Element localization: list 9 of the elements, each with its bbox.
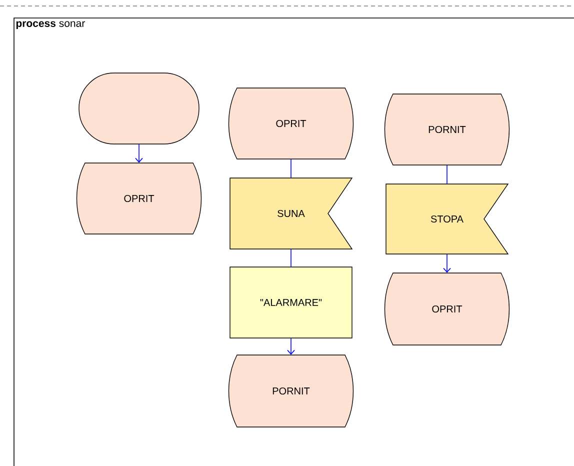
state-box: PORNIT <box>384 94 510 166</box>
arrow <box>287 338 295 355</box>
task-box: "ALARMARE" <box>230 266 352 338</box>
state-box: OPRIT <box>76 162 202 234</box>
state-box: OPRIT <box>228 88 354 160</box>
state-box: OPRIT <box>384 272 510 346</box>
arrow <box>443 254 451 273</box>
state-box: PORNIT <box>228 354 354 428</box>
arrow <box>135 144 143 163</box>
